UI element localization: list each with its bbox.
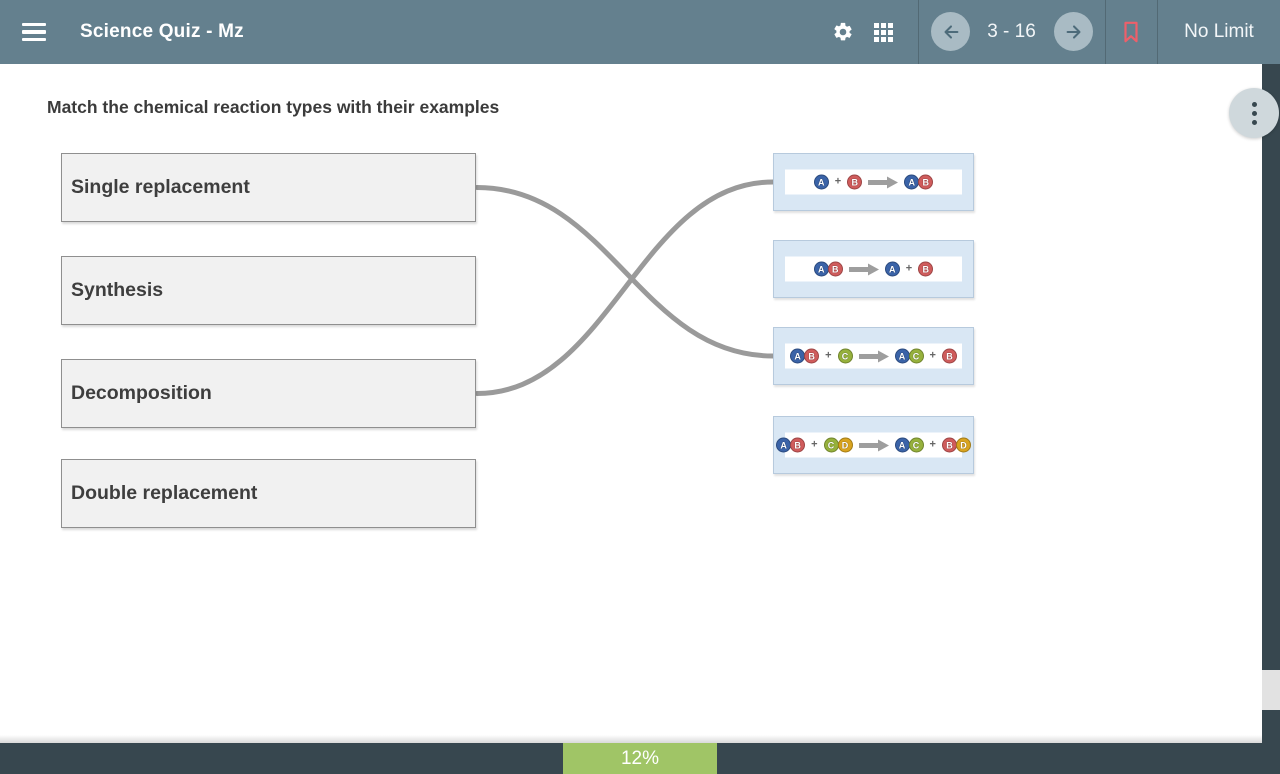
reaction-arrow-icon [858,350,889,362]
previous-question-button[interactable] [931,12,970,51]
scrollbar-thumb[interactable] [1262,670,1280,710]
atom-badge: A [813,174,829,190]
molecule: A [884,261,900,277]
connection-line [474,179,776,396]
atom-badge: B [918,261,934,277]
match-item-left[interactable]: Synthesis [61,256,476,325]
ellipsis-icon [1251,101,1257,125]
apps-grid-button[interactable] [863,0,903,64]
time-limit-label: No Limit [1184,21,1254,42]
molecule: B [918,261,934,277]
atom-badge: A [790,348,806,364]
atom-badge: A [894,348,910,364]
atom-badge: C [837,348,853,364]
grid-icon [873,22,893,42]
atom-badge: A [904,174,920,190]
next-question-button[interactable] [1054,12,1093,51]
more-options-button[interactable] [1229,88,1279,138]
match-item-left[interactable]: Double replacement [61,459,476,528]
match-item-left[interactable]: Decomposition [61,359,476,428]
right-scrollbar-track [1262,64,1280,743]
atom-badge: B [847,174,863,190]
plus-operator: + [834,175,842,188]
question-prompt: Match the chemical reaction types with t… [47,97,500,117]
molecule: C [837,348,853,364]
atom-badge: C [908,437,924,453]
atom-badge: D [837,437,853,453]
plus-operator: + [811,438,818,451]
gear-icon [834,22,852,41]
header-divider [918,0,919,64]
content-bottom-shadow [0,735,1262,743]
plus-operator: + [929,349,936,362]
question-range-label: 3 - 16 [987,21,1036,42]
atom-badge: C [908,348,924,364]
arrow-right-icon [1066,24,1081,39]
header-divider [1157,0,1158,64]
atom-badge: A [776,437,792,453]
atom-badge: A [813,261,829,277]
atom-badge: C [823,437,839,453]
quiz-content-area: Match the chemical reaction types with t… [0,64,1280,743]
atom-badge: A [894,437,910,453]
atom-badge: D [955,437,971,453]
plus-operator: + [825,349,832,362]
atom-badge: B [918,174,934,190]
atom-badge: B [941,437,957,453]
bookmark-button[interactable] [1111,0,1151,64]
atom-badge: B [804,348,820,364]
top-bar: Science Quiz - Mz 3 - 16 No Limit [0,0,1280,64]
header-divider [1105,0,1106,64]
hamburger-menu-icon[interactable] [20,14,56,50]
molecule: B [941,348,957,364]
arrow-left-icon [943,24,958,39]
reaction-arrow-icon [848,263,879,275]
atom-badge: B [827,261,843,277]
molecule: A [813,174,829,190]
molecule: B [847,174,863,190]
progress-bar: 12% [0,743,1280,774]
connection-line [474,185,776,359]
atom-badge: B [790,437,806,453]
match-item-left[interactable]: Single replacement [61,153,476,222]
reaction-arrow-icon [858,439,889,451]
plus-operator: + [929,438,936,451]
atom-badge: A [884,261,900,277]
progress-value-badge: 12% [563,743,717,774]
bookmark-icon [1124,21,1138,43]
atom-badge: B [941,348,957,364]
plus-operator: + [905,262,913,275]
reaction-arrow-icon [868,176,899,188]
settings-button[interactable] [823,0,863,64]
page-title: Science Quiz - Mz [80,21,244,42]
